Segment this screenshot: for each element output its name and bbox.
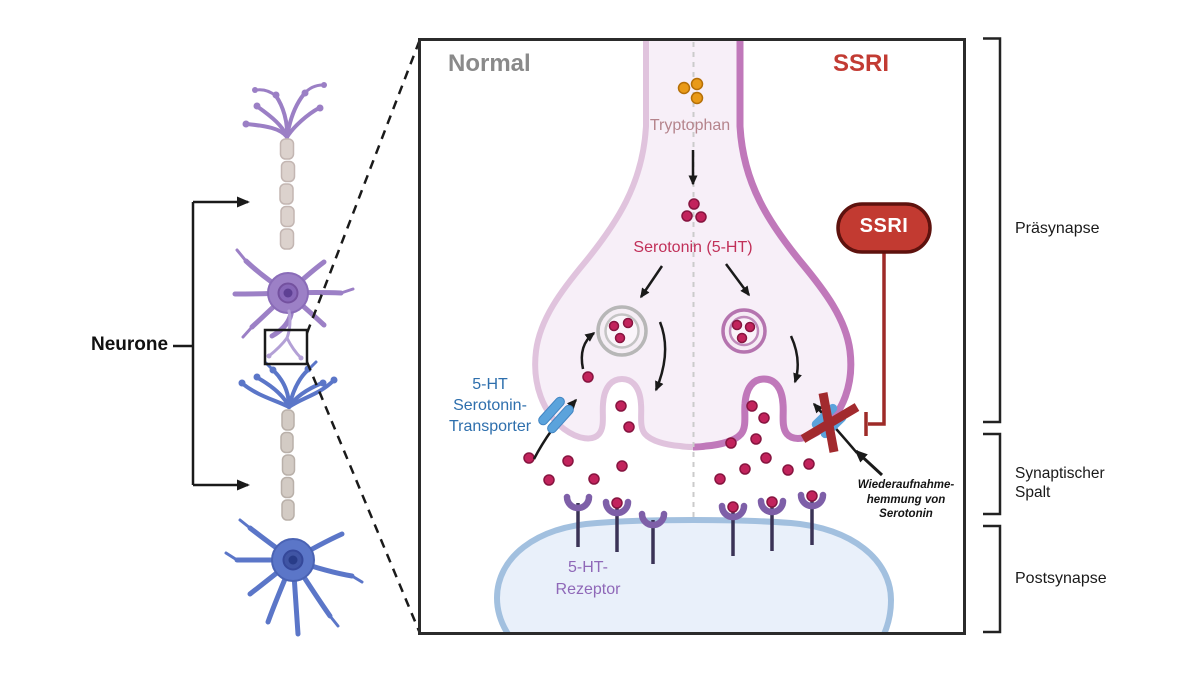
ssri-pill [836, 202, 932, 254]
serotonin-transporter-label: 5-HT Serotonin- Transporter [448, 376, 532, 435]
serotonin-dots [523, 198, 818, 513]
reuptake-label-arrow [854, 449, 884, 477]
synaptic-cleft-label: Synaptischer Spalt [1015, 465, 1105, 501]
serotonin-label: Serotonin (5-HT) [633, 239, 753, 256]
serotonin-transporter-blocked [800, 392, 860, 453]
zoom-connector-lines [305, 41, 421, 632]
receptor [638, 510, 668, 564]
vesicle-normal [596, 305, 648, 357]
receptor [563, 493, 593, 547]
postsynaptic-cell [497, 520, 891, 633]
myelinated-axon-lower [280, 409, 296, 521]
normal-header: Normal [448, 50, 531, 77]
inhibition-line [864, 252, 886, 436]
dendrite-boutons [242, 82, 327, 128]
bracket-presynapse [983, 37, 1002, 424]
ssri-header: SSRI [833, 50, 890, 77]
upper-neuron-illustration [232, 82, 355, 361]
zoom-source-rectangle [263, 328, 309, 366]
reuptake-inhibition-label: Wiederaufnahme- hemmung von Serotonin [857, 479, 955, 520]
lower-neuron-illustration [224, 360, 364, 637]
serotonin-receptors [563, 491, 827, 564]
postsynapse-label: Postsynapse [1015, 570, 1107, 587]
receptor [797, 491, 827, 545]
serotonin-receptor-label: 5-HT- Rezeptor [555, 559, 621, 598]
neurone-label: Neurone [91, 334, 169, 355]
blocker-cross-icon [800, 392, 860, 453]
synapse-inset-box [418, 38, 966, 635]
serotonin-transporter [538, 396, 574, 434]
presynapse-label: Präsynapse [1015, 220, 1100, 237]
myelinated-axon-upper [279, 138, 296, 250]
synapse-inset-content [497, 40, 932, 633]
neurone-pointer-lines [173, 196, 250, 491]
tryptophan-label: Tryptophan [649, 117, 731, 134]
receptor [718, 502, 748, 556]
receptor [602, 498, 632, 552]
bracket-postsynapse [983, 524, 1002, 634]
ssri-pill-label: SSRI [859, 215, 909, 237]
tryptophan-dots [677, 77, 704, 105]
vesicle-ssri [721, 308, 767, 354]
receptor [757, 497, 787, 551]
bracket-synaptic-cleft [983, 432, 1002, 516]
region-brackets [983, 37, 1002, 634]
